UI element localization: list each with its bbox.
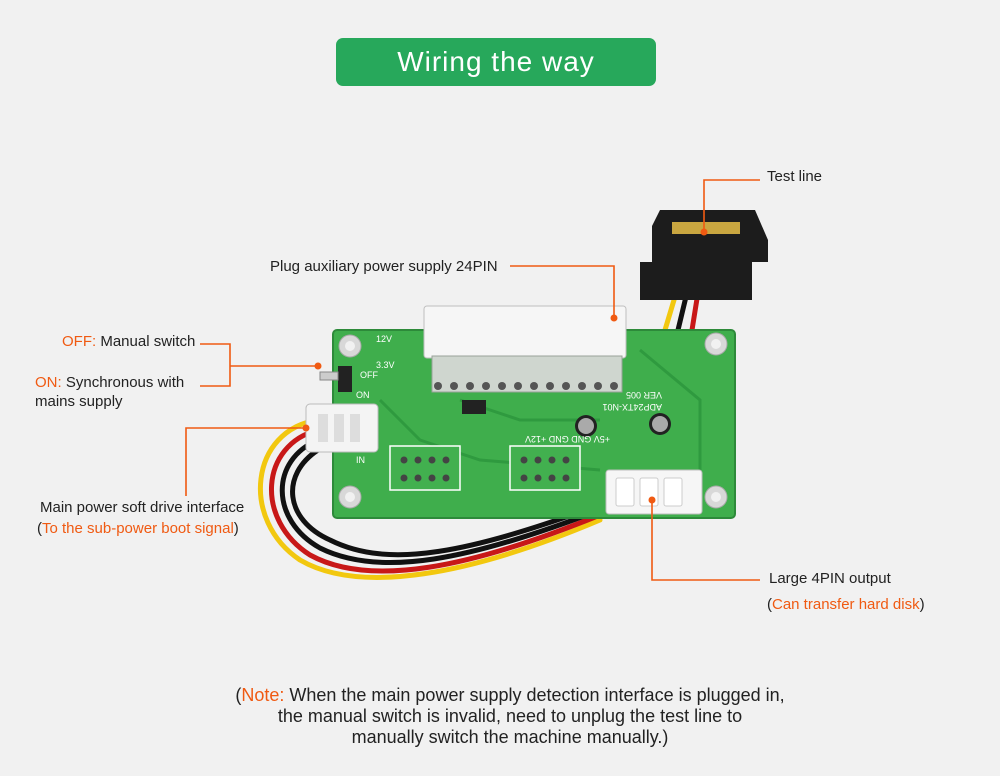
title-banner: Wiring the way <box>336 38 656 86</box>
note-open-paren: ( <box>235 685 242 705</box>
board-in: IN <box>356 455 365 465</box>
label-off-text: Manual switch <box>100 333 196 350</box>
title-text: Wiring the way <box>397 46 595 77</box>
connector-24pin <box>423 305 627 393</box>
label-off: OFF: Manual switch <box>62 332 195 351</box>
label-soft-drive: Main power soft drive interface <box>40 499 245 516</box>
label-plug-24pin: Plug auxiliary power supply 24PIN <box>270 258 498 275</box>
large-4pin-paren-close: ) <box>919 596 925 613</box>
board-off: OFF <box>360 370 378 380</box>
label-test-line: Test line <box>767 168 823 185</box>
large-4pin-sub-text: Can transfer hard disk <box>772 596 920 613</box>
soft-drive-paren-close: ) <box>233 520 239 537</box>
large-4pin-paren-open: ( <box>767 596 772 613</box>
leader-lines <box>185 179 760 581</box>
note-block: (Note: When the main power supply detect… <box>150 685 870 748</box>
board-pins: +5V GND GND +12V <box>525 434 610 444</box>
soft-drive-sub-text: To the sub-power boot signal <box>42 520 234 537</box>
label-on-text: Synchronous with <box>65 374 185 391</box>
label-large-4pin-sub: (Can transfer hard disk) <box>767 595 925 614</box>
leader-dots <box>302 228 708 504</box>
pin-header-right <box>509 445 581 491</box>
board-12v: 12V <box>376 334 392 344</box>
board-33v: 3.3V <box>376 360 395 370</box>
board-version: VER 005 <box>626 390 662 400</box>
capacitors <box>575 413 671 437</box>
mounting-holes <box>338 332 728 509</box>
label-large-4pin: Large 4PIN output <box>769 570 891 587</box>
sata-connector <box>640 210 768 300</box>
pin-header-left <box>389 445 461 491</box>
label-on: ON: Synchronous with <box>35 373 184 392</box>
board-model: ADP24TX-N01 <box>602 402 662 412</box>
note-line-1: (Note: When the main power supply detect… <box>150 685 870 706</box>
soft-drive-paren-open: ( <box>37 520 42 537</box>
smd-chip <box>462 400 486 414</box>
slide-switch <box>319 366 352 392</box>
note-prefix: Note: <box>241 685 285 705</box>
label-on-prefix: ON: <box>35 374 62 391</box>
label-off-prefix: OFF: <box>62 333 97 350</box>
soft-drive-header <box>305 403 379 453</box>
note-line-2: the manual switch is invalid, need to un… <box>277 706 743 726</box>
label-on-line2: mains supply <box>35 393 123 410</box>
molex-4pin <box>605 469 703 515</box>
label-soft-drive-sub: (To the sub-power boot signal) <box>37 519 239 538</box>
board-on: ON <box>356 390 370 400</box>
note-line1-text: When the main power supply detection int… <box>284 685 785 705</box>
note-line-3: manually switch the machine manually.) <box>351 727 669 747</box>
